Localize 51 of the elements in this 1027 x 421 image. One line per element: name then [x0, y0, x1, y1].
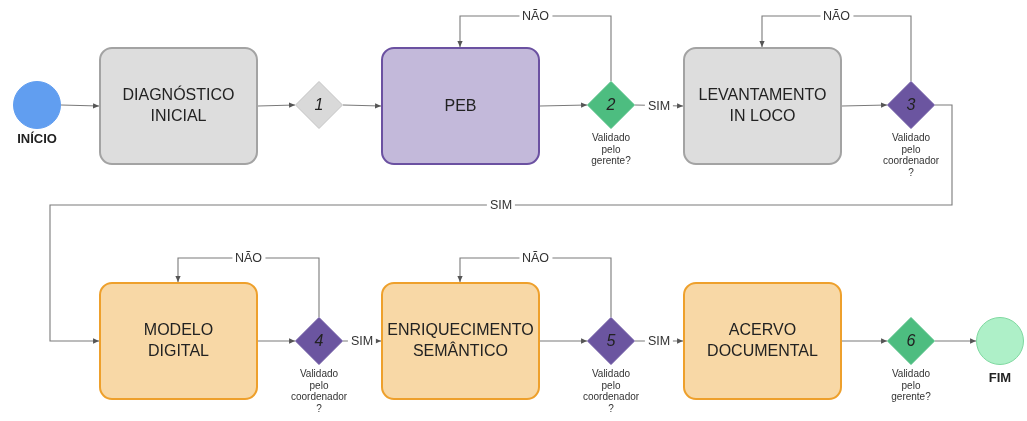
- edge-label: NÃO: [518, 9, 553, 23]
- process-box: [381, 47, 540, 165]
- arrow: [60, 103, 100, 109]
- decision-diamond: [587, 317, 635, 365]
- edge-label: SIM: [644, 98, 674, 113]
- arrow: [934, 338, 977, 344]
- edge-label: SIM: [486, 198, 516, 212]
- decision-question: Validado pelo coordenador ?: [882, 132, 940, 178]
- decision-diamond: [295, 317, 343, 365]
- process-box: [99, 282, 258, 400]
- process-box: [99, 47, 258, 165]
- step-number: 2: [606, 96, 616, 114]
- terminal-label: FIM: [988, 372, 1012, 384]
- process-box: [381, 282, 540, 400]
- step-number: 1: [314, 96, 324, 114]
- decision-question: Validado pelo coordenador ?: [290, 368, 348, 414]
- decision-question: Validado pelo coordenador ?: [582, 368, 640, 414]
- decision-question: Validado pelo gerente?: [891, 368, 931, 403]
- decision-diamond: [587, 81, 635, 129]
- step-number: 4: [314, 332, 324, 350]
- decision-question: Validado pelo gerente?: [591, 132, 631, 167]
- arrow: [49, 104, 953, 344]
- process-box: [683, 47, 842, 165]
- end-circle: [976, 317, 1024, 365]
- step-number: 5: [606, 332, 616, 350]
- start-circle: [13, 81, 61, 129]
- arrow: [539, 102, 588, 108]
- edge-label: NÃO: [819, 9, 854, 23]
- process-box: [683, 282, 842, 400]
- edge-label: SIM: [347, 334, 377, 348]
- terminal-label: INÍCIO: [17, 133, 57, 145]
- edge-label: NÃO: [231, 251, 266, 265]
- edge-label: NÃO: [518, 251, 553, 265]
- process-label: ACERVO DOCUMENTAL: [706, 320, 819, 361]
- step-number: 3: [906, 96, 916, 114]
- arrow: [257, 102, 296, 108]
- arrow: [841, 338, 888, 344]
- decision-diamond: [887, 81, 935, 129]
- step-number: 6: [906, 332, 916, 350]
- process-label: ENRIQUECIMENTO SEMÂNTICO: [386, 320, 535, 361]
- arrow: [342, 103, 382, 109]
- decision-diamond: [887, 317, 935, 365]
- process-label: DIAGNÓSTICO INICIAL: [121, 85, 236, 126]
- edge-label: SIM: [644, 334, 674, 348]
- arrow: [539, 338, 588, 344]
- arrow: [257, 338, 296, 344]
- process-label: LEVANTAMENTO IN LOCO: [697, 85, 828, 126]
- process-label: PEB: [443, 95, 478, 116]
- decision-diamond: [295, 81, 343, 129]
- process-label: MODELO DIGITAL: [142, 320, 215, 361]
- arrow: [841, 102, 888, 108]
